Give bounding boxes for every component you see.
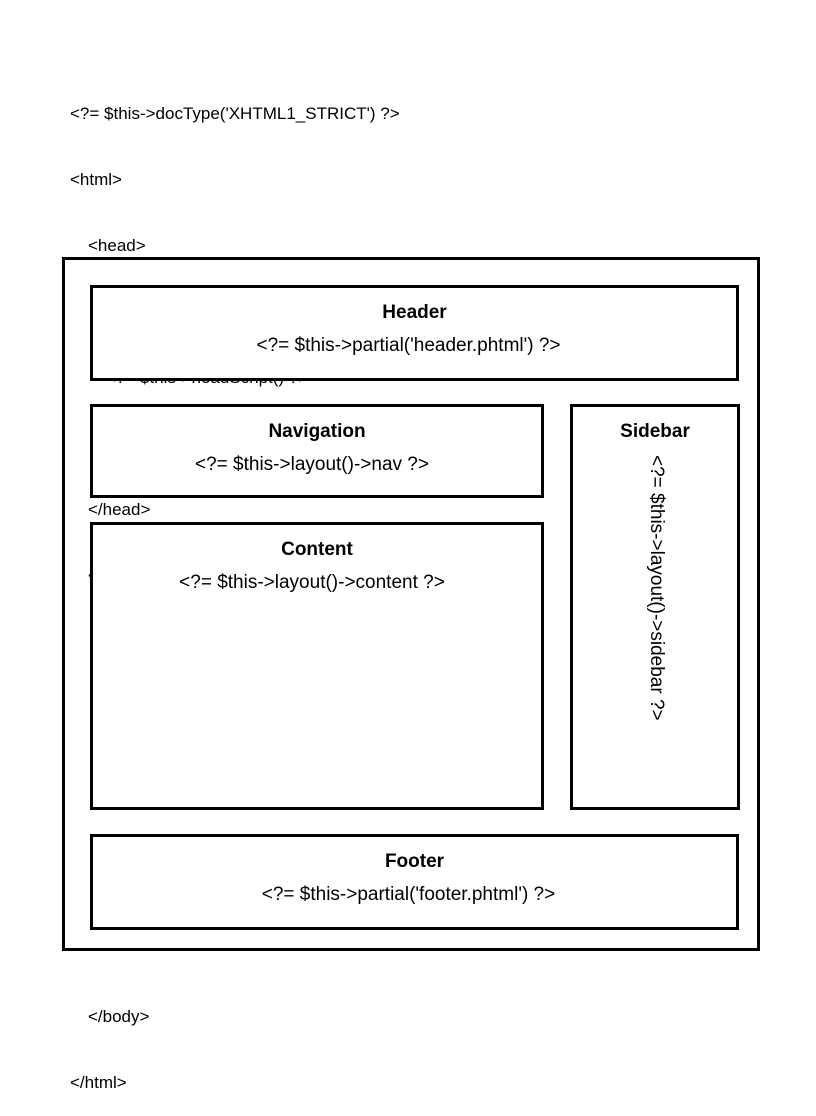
- region-footer-code: <?= $this->partial('footer.phtml') ?>: [261, 884, 556, 905]
- code-line: </head>: [88, 500, 151, 519]
- region-content-code: <?= $this->layout()->content ?>: [179, 572, 445, 593]
- region-navigation: Navigation <?= $this->layout()->nav ?>: [90, 404, 544, 498]
- region-sidebar-code-wrapper: <?= $this->layout()->sidebar ?>: [573, 455, 737, 807]
- code-listing-bottom: </body> </html>: [70, 962, 149, 1116]
- region-content: Content <?= $this->layout()->content ?>: [90, 522, 544, 810]
- region-content-title: Content: [281, 539, 353, 560]
- region-navigation-code: <?= $this->layout()->nav ?>: [195, 454, 429, 475]
- code-line: <?= $this->docType('XHTML1_STRICT') ?>: [70, 104, 400, 123]
- region-footer-title: Footer: [384, 851, 445, 872]
- code-line: </html>: [70, 1073, 127, 1092]
- region-sidebar-code: <?= $this->layout()->sidebar ?>: [645, 455, 667, 721]
- layout-diagram-body-container: Header <?= $this->partial('header.phtml'…: [62, 257, 760, 951]
- region-header-code: <?= $this->partial('header.phtml') ?>: [256, 335, 561, 356]
- region-sidebar: Sidebar <?= $this->layout()->sidebar ?>: [570, 404, 740, 810]
- region-sidebar-title: Sidebar: [620, 421, 690, 442]
- code-line: <html>: [70, 170, 122, 189]
- code-line: <head>: [88, 236, 146, 255]
- region-header: Header <?= $this->partial('header.phtml'…: [90, 285, 739, 381]
- code-line: </body>: [88, 1007, 150, 1026]
- region-footer: Footer <?= $this->partial('footer.phtml'…: [90, 834, 739, 930]
- region-header-title: Header: [382, 302, 447, 323]
- region-navigation-title: Navigation: [268, 421, 366, 442]
